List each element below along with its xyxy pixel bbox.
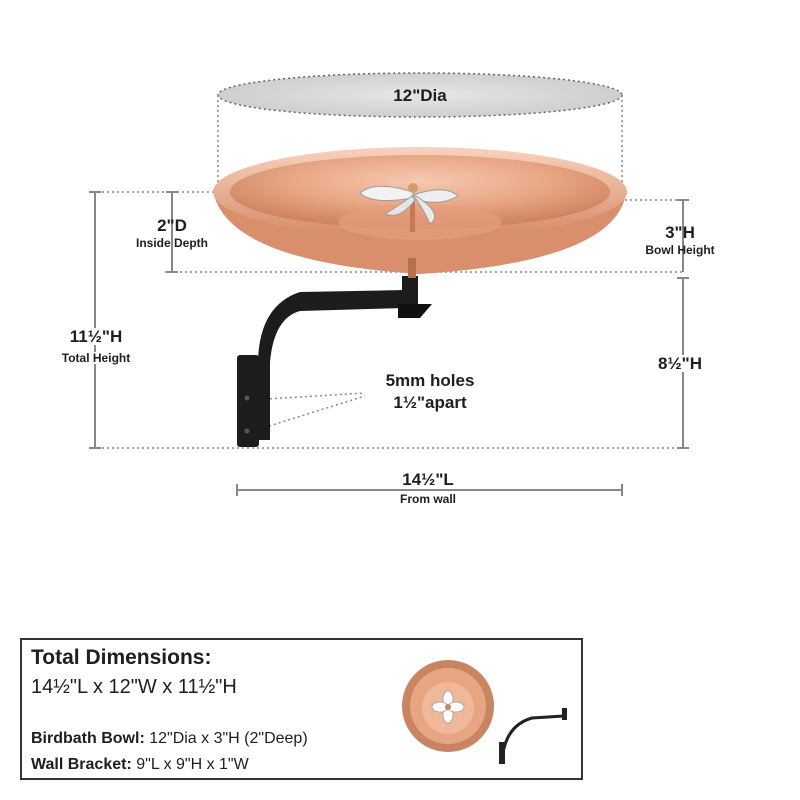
diameter-label: 12"Dia [393,86,447,105]
inside-depth-label: 2"D [157,216,187,235]
summary-bracket: Wall Bracket: 9"L x 9"H x 1"W [31,756,249,774]
bowl-thumbnail [402,660,494,752]
length-label: 14½"L [378,471,478,488]
total-height-caption: Total Height [36,352,156,364]
holes-spacing-label: 1½"apart [393,393,467,412]
summary-bowl-label: Birdbath Bowl: [31,730,145,747]
bracket-thumbnail [499,708,567,764]
summary-bowl: Birdbath Bowl: 12"Dia x 3"H (2"Deep) [31,730,308,748]
diameter-guides [217,95,623,190]
bracket-height-label: 8½"H [630,355,730,372]
holes-size-label: 5mm holes [385,371,475,390]
flower-ornament [359,183,459,232]
copper-bowl [213,147,627,278]
summary-bowl-value: 12"Dia x 3"H (2"Deep) [149,730,308,747]
inside-depth-caption: Inside Depth [135,236,208,250]
summary-bracket-label: Wall Bracket: [31,756,132,773]
bowl-height-caption: Bowl Height [645,243,715,257]
summary-title: Total Dimensions: [31,646,212,669]
horizontal-guides [92,191,683,449]
summary-total-dimensions: 14½"L x 12"W x 11½"H [31,676,237,698]
total-height-label: 11½"H [41,328,151,345]
wall-bracket [237,276,432,447]
product-thumbnail [402,660,567,764]
summary-bracket-value: 9"L x 9"H x 1"W [136,756,249,773]
bowl-height-label: 3"H [665,223,695,242]
length-caption: From wall [399,492,456,506]
total-dimensions-box: Total Dimensions: 14½"L x 12"W x 11½"H B… [20,638,583,780]
